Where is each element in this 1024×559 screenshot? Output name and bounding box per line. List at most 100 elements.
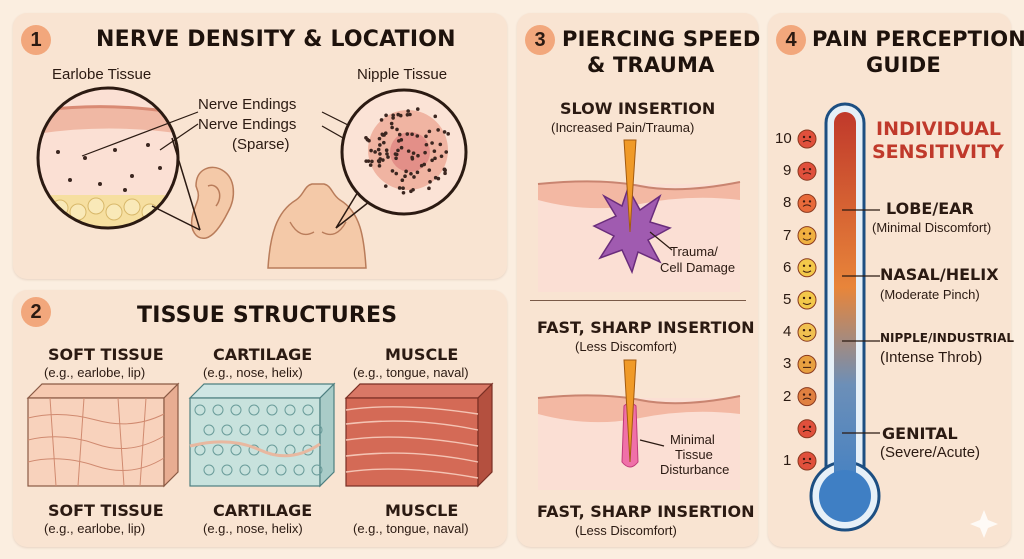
nerve-dot <box>405 132 410 136</box>
nerve-dot <box>415 170 420 175</box>
nerve-dot <box>377 159 382 164</box>
pain-face-icon <box>797 290 817 310</box>
nerve-dot <box>427 129 432 134</box>
cartilage-example-bottom: (e.g., nose, helix) <box>203 521 303 536</box>
pain-face-eye <box>802 168 806 171</box>
pain-scale-number: 9 <box>783 162 792 180</box>
nerve-dot <box>401 190 406 195</box>
nerve-dot <box>442 167 447 172</box>
nerve-dot <box>381 158 385 162</box>
panel2-number-badge: 2 <box>21 297 51 327</box>
pain-scale-number: 10 <box>775 130 792 147</box>
cartilage-cell <box>311 464 323 476</box>
trauma-label-1: Trauma/ <box>670 244 718 259</box>
slow-needle <box>623 139 637 233</box>
level-lobe-name: LOBE/EAR <box>886 199 974 218</box>
panel1-title: NERVE DENSITY & LOCATION <box>96 27 456 52</box>
cartilage-cell <box>257 464 269 476</box>
nerve-dot <box>394 171 399 176</box>
nerve-dot <box>391 116 395 120</box>
nerve-dot <box>384 148 389 152</box>
nerve-dot <box>386 155 390 159</box>
pain-face-icon <box>797 387 817 407</box>
panel4-title-line2: GUIDE <box>866 53 941 77</box>
pain-scale-number: 6 <box>783 258 792 276</box>
cartilage-cell <box>275 464 287 476</box>
pain-face-eye <box>808 361 812 364</box>
pain-face-eye <box>802 200 806 203</box>
nerve-dot <box>389 121 394 126</box>
nerve-dot <box>444 150 449 154</box>
cartilage-cell <box>293 424 305 436</box>
nerve-dot <box>427 186 431 191</box>
pain-face-eye <box>808 264 812 267</box>
pain-face-mouth <box>802 334 812 338</box>
fast-insertion-subtitle: (Less Discomfort) <box>575 339 677 354</box>
cartilage-cell <box>203 424 215 436</box>
pain-face-icon <box>797 226 817 246</box>
nerve-dot <box>394 152 399 157</box>
nerve-dot <box>378 152 382 156</box>
nerve-dot <box>398 113 403 118</box>
cartilage-cell <box>311 424 323 436</box>
nerve-dot <box>433 156 437 161</box>
trauma-burst <box>592 186 672 275</box>
pain-face-mouth <box>802 204 812 207</box>
nerve-dot <box>368 163 373 167</box>
sparkle-icon <box>970 510 998 538</box>
pain-face-eye <box>802 232 806 235</box>
cartilage-block <box>188 382 336 488</box>
nerve-dot <box>396 148 400 153</box>
muscle-title-top: MUSCLE <box>385 345 459 364</box>
minimal-label-1: Minimal <box>670 432 715 447</box>
nerve-dot <box>380 132 385 137</box>
level-nasal-desc: (Moderate Pinch) <box>880 287 980 302</box>
pain-face-mouth <box>802 302 812 305</box>
nerve-dot <box>428 179 432 184</box>
pain-face-eye <box>802 393 806 396</box>
soft-tissue-title-bottom: SOFT TISSUE <box>48 501 164 520</box>
pain-face-mouth <box>802 140 812 143</box>
pain-face-eye <box>808 425 812 428</box>
pain-scale-number: 8 <box>783 194 792 212</box>
nerve-dot <box>376 147 381 152</box>
pain-scale-number: 7 <box>783 226 792 244</box>
level-genital-desc: (Severe/Acute) <box>880 444 981 461</box>
pain-face-icon <box>797 193 817 213</box>
minimal-label-3: Disturbance <box>660 462 730 477</box>
pain-face-icon <box>797 419 817 439</box>
pain-face-mouth <box>802 238 812 241</box>
panel4-title-line1: PAIN PERCEPTION <box>812 27 1024 51</box>
panel3-title-line1: PIERCING SPEED <box>562 27 761 51</box>
nerve-dot <box>416 153 420 158</box>
nerve-dot <box>442 130 447 134</box>
panel1-illustration <box>36 86 468 269</box>
cartilage-cell <box>257 424 269 436</box>
nerve-dot <box>410 132 414 137</box>
nerve-dot <box>419 163 424 168</box>
muscle-example-bottom: (e.g., tongue, naval) <box>353 521 469 536</box>
cartilage-cell <box>203 464 215 476</box>
pain-face-eye <box>808 457 812 461</box>
nerve-dot <box>397 139 401 143</box>
cartilage-cell <box>248 404 260 416</box>
nerve-dot <box>446 132 451 136</box>
cartilage-cell <box>275 424 287 436</box>
nerve-dot <box>411 151 416 155</box>
nerve-dot <box>405 112 410 117</box>
pain-face-icon <box>797 258 817 278</box>
slow-insertion-title: SLOW INSERTION <box>560 99 716 118</box>
muscle-title-bottom: MUSCLE <box>385 501 459 520</box>
pain-face-eye <box>808 329 812 332</box>
minimal-label-2: Tissue <box>675 447 713 462</box>
cartilage-cell <box>221 424 233 436</box>
pain-face-eye <box>808 296 812 300</box>
nipple-label: Nipple Tissue <box>357 66 448 83</box>
nerve-dot <box>430 141 434 145</box>
cartilage-title-top: CARTILAGE <box>213 345 313 364</box>
nerve-dot <box>397 132 402 137</box>
pain-scale-number: 2 <box>783 387 792 405</box>
nerve-dot <box>382 140 386 145</box>
pain-scale-number: 5 <box>783 291 792 308</box>
